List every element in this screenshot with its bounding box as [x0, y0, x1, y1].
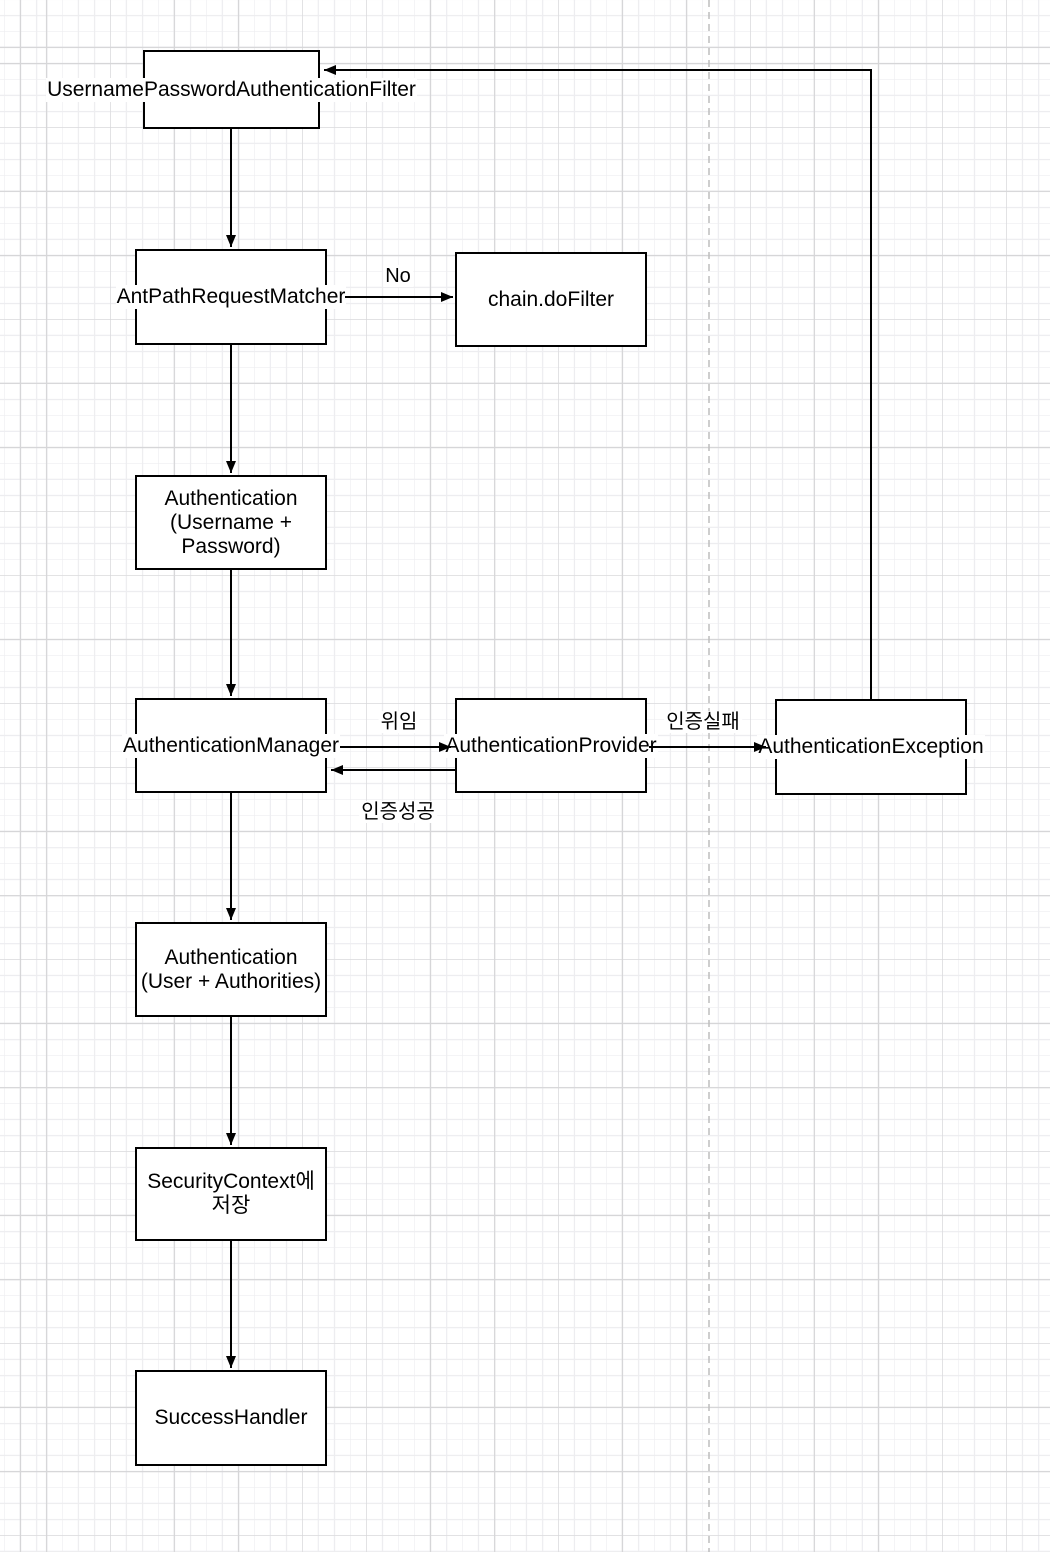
node-label-line: Authentication [163, 486, 299, 511]
edge-exception-to-filter [324, 65, 872, 699]
node-authentication-username-password: Authentication (Username + Password) [135, 475, 327, 570]
node-label: AuthenticationProvider [444, 733, 658, 758]
node-label-line: 저장 [210, 1194, 252, 1218]
edge-label-auth-success: 인증성공 [359, 801, 437, 823]
node-label: chain.doFilter [486, 287, 616, 312]
node-label-line: (Username + [169, 510, 293, 535]
node-ant-path-request-matcher: AntPathRequestMatcher [115, 249, 347, 345]
node-security-context-save: SecurityContext에 저장 [135, 1147, 327, 1241]
node-label-line: Password) [180, 534, 282, 559]
edge-label-no: No [383, 265, 413, 287]
node-label: AntPathRequestMatcher [115, 285, 347, 309]
node-label: UsernamePasswordAuthenticationFilter [46, 77, 417, 102]
node-success-handler: SuccessHandler [135, 1370, 327, 1466]
node-label: SuccessHandler [153, 1406, 309, 1430]
node-username-password-authentication-filter: UsernamePasswordAuthenticationFilter [46, 50, 417, 129]
node-label-line: Authentication [163, 945, 299, 970]
node-label-line: (User + Authorities) [139, 969, 323, 994]
edge-label-delegate: 위임 [378, 711, 420, 733]
node-label: AuthenticationException [757, 735, 985, 759]
node-authentication-provider: AuthenticationProvider [444, 698, 658, 793]
node-authentication-exception: AuthenticationException [757, 699, 985, 795]
node-label: AuthenticationManager [122, 733, 340, 758]
node-authentication-manager: AuthenticationManager [122, 698, 340, 793]
node-authentication-user-authorities: Authentication (User + Authorities) [135, 922, 327, 1017]
node-chain-dofilter: chain.doFilter [455, 252, 647, 347]
node-label-line: SecurityContext에 [146, 1170, 316, 1194]
edge-label-auth-fail: 인증실패 [664, 711, 742, 733]
